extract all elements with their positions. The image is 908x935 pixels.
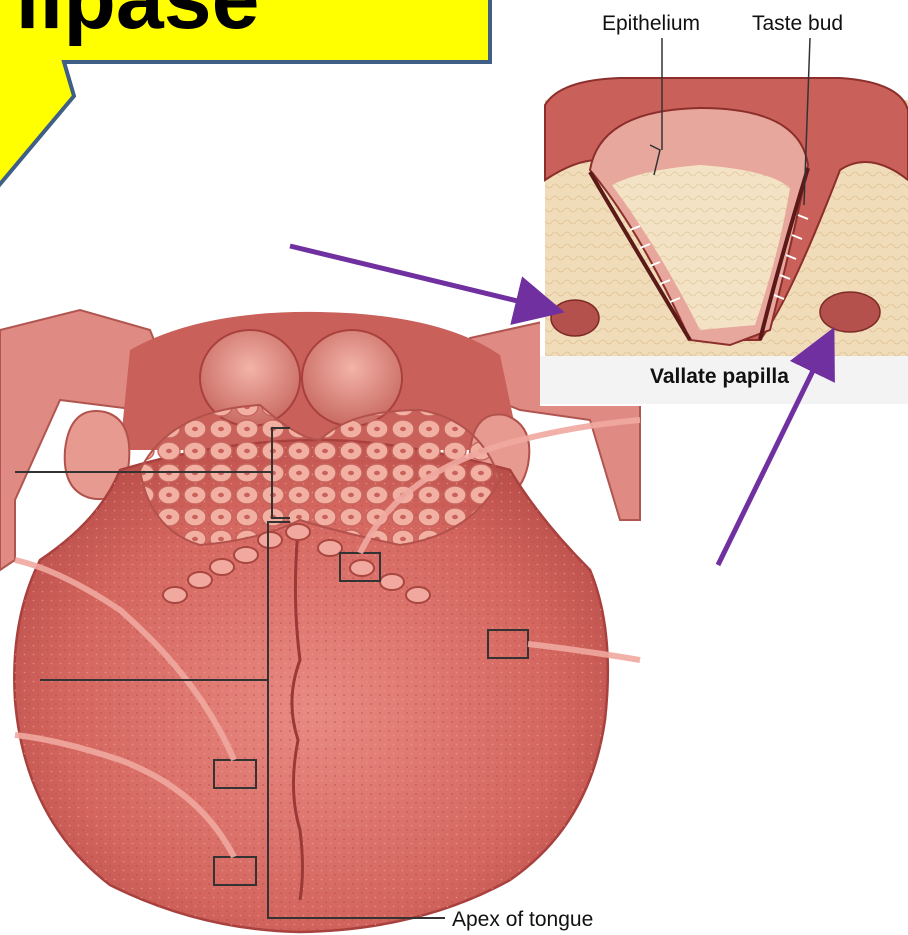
inset-gland-left — [551, 300, 599, 336]
callout-text: al lipase — [0, 0, 259, 47]
inset-caption: Vallate papilla — [650, 365, 789, 388]
inset-gland-right — [820, 292, 880, 332]
label-apex-of-tongue: Apex of tongue — [452, 908, 593, 931]
vallate-papilla-inset: Epithelium Taste bud Vallate papilla — [540, 12, 908, 406]
callout-bubble: al lipase — [0, 0, 490, 196]
arrow-to-left-gland — [290, 246, 555, 310]
label-taste-bud: Taste bud — [752, 12, 843, 35]
label-epithelium: Epithelium — [602, 12, 700, 35]
